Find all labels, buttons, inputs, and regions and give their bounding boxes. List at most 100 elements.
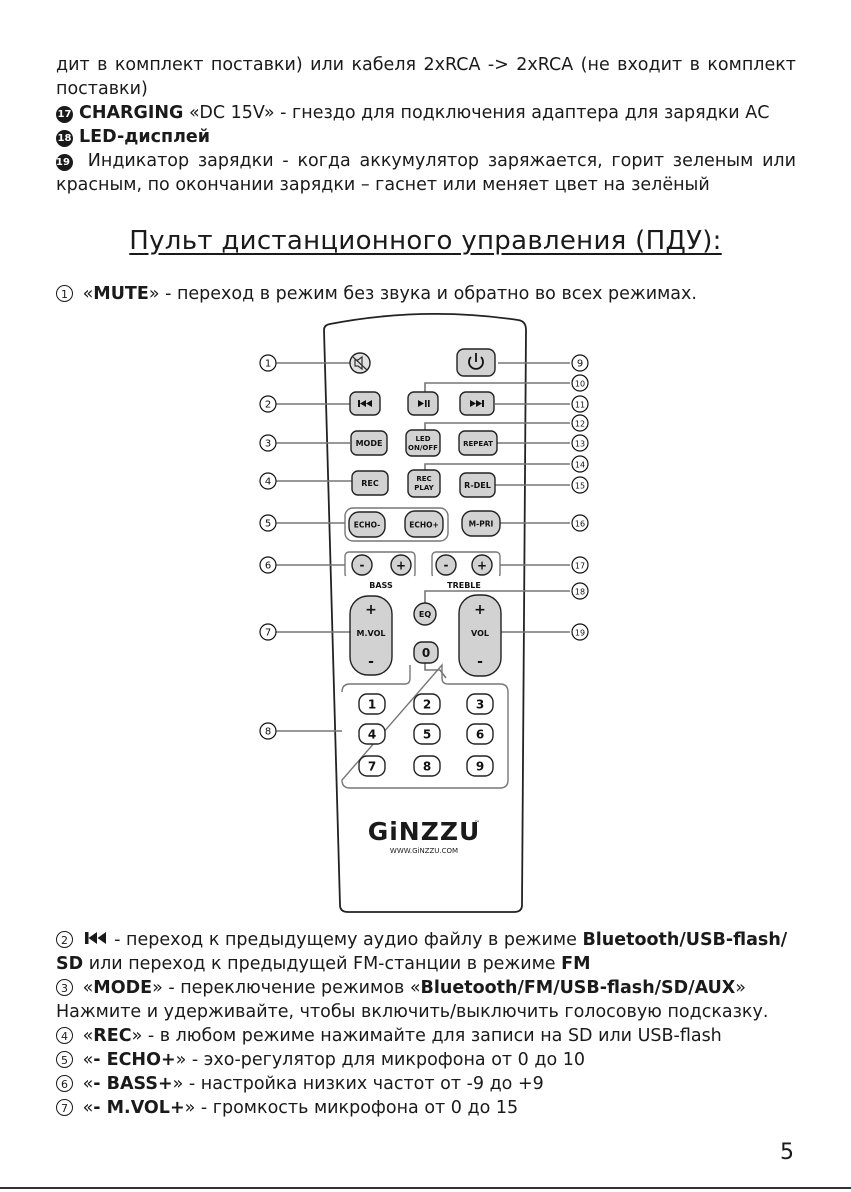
svg-text:7: 7 xyxy=(368,760,376,774)
continuation-paragraph: дит в комплект поставки) или кабеля 2xRC… xyxy=(56,53,796,101)
r-del-button xyxy=(459,472,496,498)
digit-9-button xyxy=(466,755,494,777)
svg-text:13: 13 xyxy=(575,440,585,449)
digit-0-button xyxy=(413,641,439,664)
rec-play-button xyxy=(407,469,441,498)
charging-text: «DC 15V» - гнездо для подключения адапте… xyxy=(183,103,770,123)
svg-text:-: - xyxy=(444,558,449,572)
number-badge-19: 19 xyxy=(56,154,73,171)
svg-text:8: 8 xyxy=(265,727,271,738)
svg-text:12: 12 xyxy=(575,420,585,429)
charging-label: CHARGING xyxy=(79,103,184,123)
led-onoff-button xyxy=(405,429,441,457)
mute-label: MUTE xyxy=(93,284,149,304)
power-button xyxy=(456,348,496,377)
svg-text:ON/OFF: ON/OFF xyxy=(408,444,438,452)
svg-text:8: 8 xyxy=(423,760,431,774)
svg-text:3: 3 xyxy=(476,698,484,712)
svg-text:ECHO-: ECHO- xyxy=(354,521,381,530)
item-18-led-display: 18 LED-дисплей xyxy=(56,125,796,149)
desc-3-note: Нажмите и удерживайте, чтобы включить/вы… xyxy=(56,1002,769,1022)
brand-trademark: ™ xyxy=(474,820,480,827)
svg-text:15: 15 xyxy=(575,482,585,491)
mute-icon xyxy=(352,355,368,371)
item-17-charging: 17 CHARGING «DC 15V» - гнездо для подключ… xyxy=(56,101,796,125)
mic-volume-rocker xyxy=(349,595,393,676)
svg-text:19: 19 xyxy=(575,629,585,638)
repeat-button xyxy=(458,430,498,456)
treble-label: TREBLE xyxy=(447,581,481,590)
desc-2-previous: 2 - переход к предыдущему аудио файлу в … xyxy=(56,930,788,974)
svg-text:5: 5 xyxy=(265,519,271,530)
digit-4-button xyxy=(358,723,386,745)
eq-button xyxy=(413,602,437,626)
digit-2-button xyxy=(413,693,441,715)
mute-text: » - переход в режим без звука и обратно … xyxy=(148,284,697,304)
svg-text:10: 10 xyxy=(575,380,585,389)
number-circle-2: 2 xyxy=(56,931,73,948)
desc-6-bass: 6 «- BASS+» - настройка низких частот от… xyxy=(56,1072,796,1096)
svg-text:M-PRI: M-PRI xyxy=(469,520,494,529)
number-circle-4: 4 xyxy=(56,1027,73,1044)
digit-8-button xyxy=(413,755,441,777)
prev-track-icon xyxy=(358,400,372,407)
number-circle-7: 7 xyxy=(56,1099,73,1116)
digit-5-button xyxy=(413,723,441,745)
svg-text:9: 9 xyxy=(577,359,583,370)
svg-text:MODE: MODE xyxy=(356,439,383,448)
svg-text:-: - xyxy=(368,654,374,670)
number-circle-6: 6 xyxy=(56,1075,73,1092)
play-pause-icon xyxy=(418,400,430,407)
echo-plus-button xyxy=(404,510,444,538)
led-display-label: LED-дисплей xyxy=(79,127,211,147)
continuation-line-1: дит в комплект поставки) или кабеля 2xRC… xyxy=(56,55,796,75)
digit-6-button xyxy=(466,723,494,745)
svg-text:REPEAT: REPEAT xyxy=(463,440,493,448)
rec-button xyxy=(351,470,389,496)
svg-text:4: 4 xyxy=(368,728,376,742)
intro-mute-line: 1 «MUTE» - переход в режим без звука и о… xyxy=(56,282,796,306)
svg-text:ECHO+: ECHO+ xyxy=(409,521,439,530)
item-19-charge-indicator: 19 Индикатор зарядки - когда аккумулятор… xyxy=(56,149,796,197)
svg-text:3: 3 xyxy=(265,439,271,450)
svg-text:5: 5 xyxy=(423,728,431,742)
svg-text:VOL: VOL xyxy=(471,629,489,638)
svg-text:REC: REC xyxy=(361,479,379,488)
desc-5-echo: 5 «- ECHO+» - эхо-регулятор для микрофон… xyxy=(56,1048,796,1072)
callouts-left: 1 2 3 4 5 6 7 8 xyxy=(259,354,277,740)
next-track-icon xyxy=(470,400,484,407)
desc-3-mode: 3 «MODE» - переключение режимов «Bluetoo… xyxy=(56,976,796,1000)
svg-text:1: 1 xyxy=(368,698,376,712)
svg-text:17: 17 xyxy=(575,562,585,571)
svg-text:6: 6 xyxy=(265,561,271,572)
remote-control-diagram: .ln { stroke: #777; stroke-width: 1.6; f… xyxy=(259,312,589,913)
svg-text:0: 0 xyxy=(422,646,430,660)
svg-text:4: 4 xyxy=(265,477,271,488)
echo-group-frame xyxy=(344,507,449,542)
bottom-rule xyxy=(0,1187,851,1189)
svg-text:-: - xyxy=(477,654,483,670)
svg-text:7: 7 xyxy=(265,628,271,639)
desc-7-mic-volume: 7 «- M.VOL+» - громкость микрофона от 0 … xyxy=(56,1096,796,1120)
section-title: Пульт дистанционного управления (ПДУ): xyxy=(129,226,722,256)
number-badge-18: 18 xyxy=(56,130,73,147)
callouts-right: 9 10 11 12 13 14 15 16 17 18 19 xyxy=(571,354,589,641)
m-pri-button xyxy=(461,510,501,537)
svg-text:18: 18 xyxy=(575,588,585,597)
number-badge-17: 17 xyxy=(56,106,73,123)
svg-text:+: + xyxy=(365,602,377,618)
keypad: 1 2 3 4 5 6 7 8 9 xyxy=(358,693,494,777)
svg-text:M.VOL: M.VOL xyxy=(357,629,386,638)
power-icon xyxy=(468,353,484,370)
svg-text:+: + xyxy=(477,559,487,573)
svg-text:EQ: EQ xyxy=(419,610,431,619)
svg-text:16: 16 xyxy=(575,520,585,529)
svg-text:2: 2 xyxy=(423,698,431,712)
charge-indicator-text: Индикатор зарядки - когда аккумулятор за… xyxy=(56,151,796,195)
svg-text:9: 9 xyxy=(476,760,484,774)
svg-text:+: + xyxy=(474,602,486,618)
svg-text:REC: REC xyxy=(416,475,431,483)
continuation-line-2: поставки) xyxy=(56,79,148,99)
bass-plus-button xyxy=(390,554,412,576)
echo-minus-button xyxy=(348,511,386,538)
